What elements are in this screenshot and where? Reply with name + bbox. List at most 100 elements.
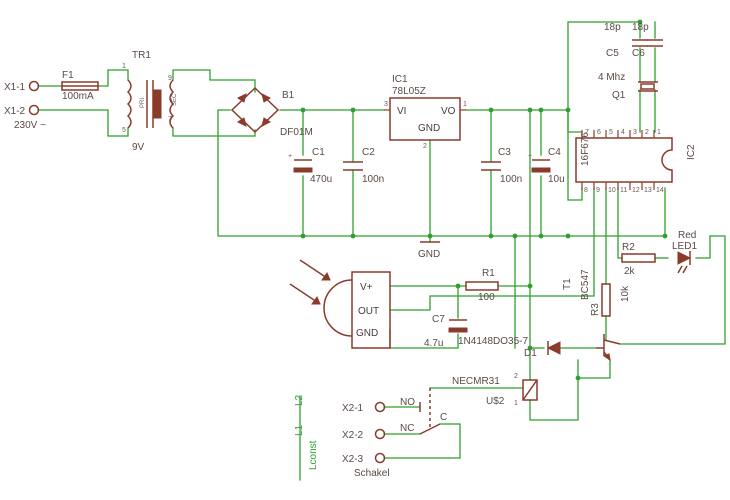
c2-value: 100n: [362, 174, 384, 185]
resistor-r3: [601, 283, 611, 317]
capacitor-c1: +: [288, 153, 313, 173]
ic2-pin-top-7: 7: [585, 129, 589, 136]
tr1-pin7: 7: [168, 116, 172, 123]
ic2-pin-bottom-13: 13: [644, 187, 652, 194]
r2-value: 2k: [624, 266, 636, 277]
r3-label: R3: [590, 303, 601, 316]
x2-3-label: X2-3: [342, 454, 364, 465]
relay-name: NECMR31: [452, 376, 500, 387]
ic1-value: 78L05Z: [392, 86, 426, 97]
crystal-q1: [638, 81, 658, 92]
r2-label: R2: [622, 242, 635, 253]
capacitor-c6: [647, 39, 663, 47]
q1-label: Q1: [612, 90, 626, 101]
ic2-pin-bottom-12: 12: [632, 187, 640, 194]
ic2-pin-top-5: 5: [609, 129, 613, 136]
ic2-pin-top-2: 2: [645, 129, 649, 136]
x1-2-label: X1-2: [4, 106, 26, 117]
junctions: [300, 19, 668, 381]
relay-switch: [419, 388, 441, 435]
tr1-pin1: 1: [122, 63, 126, 70]
c5-value: 18p: [604, 22, 621, 33]
transistor-t1: [596, 334, 621, 362]
c7-value: 4.7u: [424, 338, 443, 349]
capacitor-c4: +: [528, 153, 551, 173]
ic1-pin3: 3: [384, 101, 388, 108]
tr1-label: TR1: [132, 50, 151, 61]
capacitor-c3: [481, 161, 501, 171]
c2-label: C2: [362, 147, 375, 158]
ic2-pin-top-4: 4: [621, 129, 625, 136]
gnd-label: GND: [418, 249, 440, 260]
ic2-pin-bottom-11: 11: [620, 187, 627, 194]
microcontroller-ic2: [575, 137, 673, 183]
r1-label: R1: [482, 268, 495, 279]
q1-value: 4 Mhz: [598, 72, 625, 83]
f1-value: 100mA: [62, 91, 94, 102]
d1-value: 1N4148DO35-7: [458, 336, 528, 347]
ir-gnd: GND: [356, 328, 378, 339]
ic2-pin-top-3: 3: [633, 129, 637, 136]
ic2-label: IC2: [686, 144, 697, 160]
diode-d1: [546, 341, 561, 355]
ic1-gnd: GND: [418, 123, 440, 134]
ic1-vo: VO: [441, 106, 456, 117]
ic1-pin1: 1: [463, 101, 467, 108]
relay-coil: [522, 379, 538, 401]
ic2-pin-bottom-9: 9: [596, 187, 600, 194]
mains-label: 230V ~: [14, 120, 46, 131]
capacitor-c5: [632, 39, 648, 47]
ir-out: OUT: [358, 306, 379, 317]
c4-label: C4: [548, 147, 561, 158]
t1-label: T1: [562, 278, 573, 290]
d1-label: D1: [524, 348, 537, 359]
resistor-r2: [621, 253, 656, 263]
c6-label: C6: [632, 48, 645, 59]
led1-color: Red: [678, 230, 696, 241]
c1-label: C1: [312, 147, 325, 158]
c3-value: 100n: [500, 174, 522, 185]
relay-c: C: [440, 412, 447, 423]
capacitor-c2: [343, 161, 363, 171]
wires: [37, 21, 726, 481]
bridge-rectifier-b1: [230, 86, 280, 134]
b1-value: DF01M: [280, 127, 313, 138]
c6-value: 18p: [632, 22, 649, 33]
c4-value: 10u: [548, 174, 565, 185]
l1-label: L1: [294, 424, 305, 436]
capacitor-c7: [448, 319, 468, 333]
resistor-r1: [465, 281, 499, 291]
c5-label: C5: [606, 48, 619, 59]
c3-label: C3: [498, 147, 511, 158]
regulator-ic1: [389, 97, 461, 141]
tr1-pin5: 5: [122, 127, 126, 134]
led1-label: LED1: [672, 241, 697, 252]
relay-nc: NC: [400, 423, 414, 434]
ic2-pin-top-6: 6: [597, 129, 601, 136]
svg-text:+: +: [288, 153, 292, 160]
ic2-pin-top-1: 1: [657, 129, 661, 136]
ic1-pin2: 2: [423, 143, 427, 150]
ir-receiver: [289, 259, 391, 349]
connector-x2: [374, 401, 386, 464]
r3-value: 10k: [620, 285, 631, 302]
f1-label: F1: [62, 70, 74, 81]
tr1-sec-label: SEC: [172, 93, 178, 106]
x2-2-label: X2-2: [342, 430, 364, 441]
ir-vplus: V+: [360, 282, 373, 293]
connector-x1: [28, 80, 40, 116]
ic1-vi: VI: [397, 106, 406, 117]
x2-1-label: X2-1: [342, 403, 364, 414]
svg-text:+: +: [528, 153, 532, 160]
relay-no: NO: [400, 397, 415, 408]
tr1-voltage: 9V: [132, 142, 145, 153]
ic2-pin-bottom-8: 8: [584, 187, 588, 194]
relay-part: U$2: [486, 396, 505, 407]
c1-value: 470u: [310, 174, 332, 185]
transformer-tr1: [126, 79, 175, 129]
led-led1: [677, 251, 692, 274]
c7-label: C7: [432, 314, 445, 325]
